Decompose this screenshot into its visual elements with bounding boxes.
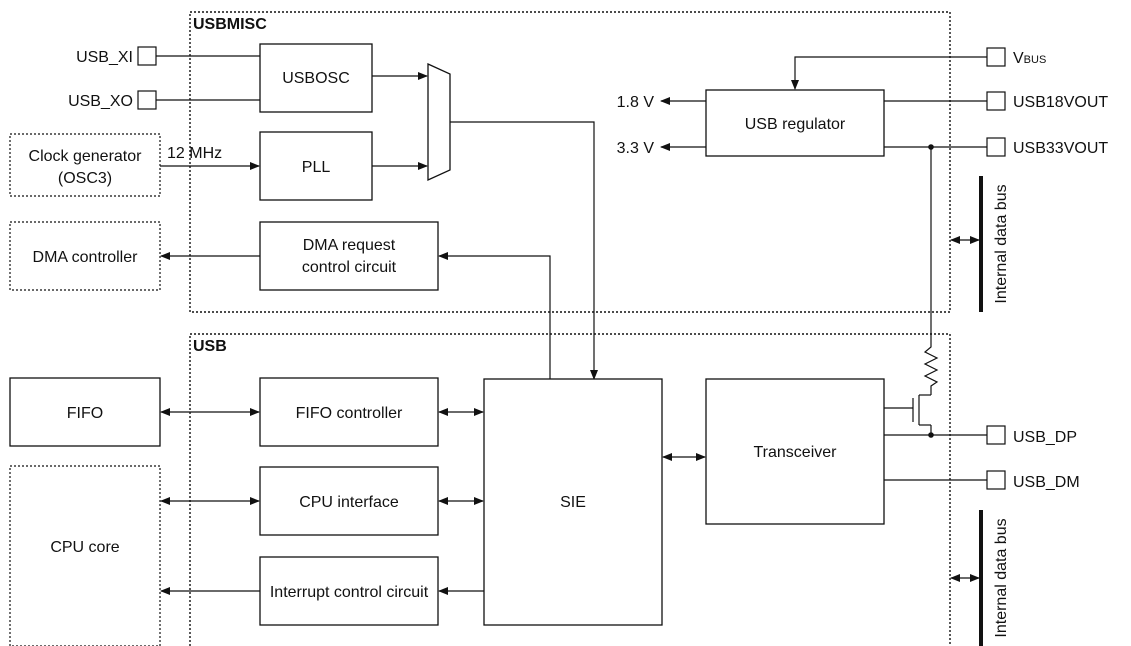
interrupt-control-block <box>259 556 439 626</box>
transceiver-block <box>705 378 885 525</box>
usb33vout-label: USB33VOUT <box>1013 140 1108 157</box>
cpu-interface-block <box>259 466 439 536</box>
usb-xo-pin <box>137 90 157 110</box>
usb-regulator-label: USB regulator <box>745 116 846 133</box>
vbus-label-main: V <box>1013 50 1024 67</box>
v33-label: 3.3 V <box>617 140 655 157</box>
usb18vout-pin <box>986 91 1006 111</box>
usb33vout-pin <box>986 137 1006 157</box>
usbosc-block <box>259 43 373 113</box>
internal-data-bus-top-label: Internal data bus <box>993 184 1010 303</box>
clock-mux <box>427 62 451 182</box>
vbus-label-sub: BUS <box>1024 54 1047 66</box>
cpu-core-label: CPU core <box>50 539 119 556</box>
vbus-label: VBUS <box>1013 50 1046 67</box>
usb-dm-label: USB_DM <box>1013 474 1080 491</box>
dma-request-label-line1: DMA request <box>303 237 396 254</box>
usb-region <box>189 333 951 646</box>
sie-to-dma-request-wire <box>438 252 551 379</box>
fifo-block <box>9 377 161 447</box>
usb18vout-label: USB18VOUT <box>1013 94 1108 111</box>
usb-dm-pin <box>986 470 1006 490</box>
clock-generator-label-line2: (OSC3) <box>58 170 112 187</box>
fifo-controller-block <box>259 377 439 447</box>
pullup-switch-transistor <box>884 394 931 426</box>
internal-data-bus-bottom-label: Internal data bus <box>993 518 1010 637</box>
clock-generator-label-line1: Clock generator <box>29 148 143 165</box>
v18-label: 1.8 V <box>617 94 655 111</box>
clock-freq-label: 12 MHz <box>167 145 222 162</box>
usb-xi-label: USB_XI <box>76 49 133 66</box>
vbus-pin <box>986 47 1006 67</box>
usb-dp-pin <box>986 425 1006 445</box>
interrupt-control-label: Interrupt control circuit <box>270 584 429 601</box>
clock-generator-block <box>9 133 161 197</box>
usb-xo-label: USB_XO <box>68 93 133 110</box>
cpu-interface-label: CPU interface <box>299 494 399 511</box>
fifo-label: FIFO <box>67 405 103 422</box>
vbus-to-regulator-wire <box>791 56 987 90</box>
mux-to-sie-wire <box>450 121 598 380</box>
usb-xi-pin <box>137 46 157 66</box>
pll-block <box>259 131 373 201</box>
sie-block <box>483 378 663 626</box>
cpu-core-block <box>9 465 161 646</box>
usbosc-label: USBOSC <box>282 70 350 87</box>
usb-regulator-block <box>705 89 885 157</box>
usb-region-label: USB <box>193 338 227 355</box>
dma-request-label-line2: control circuit <box>302 259 397 276</box>
usbmisc-region-label: USBMISC <box>193 16 267 33</box>
dma-request-block <box>259 221 439 291</box>
transceiver-label: Transceiver <box>754 444 838 461</box>
usb-dp-label: USB_DP <box>1013 429 1077 446</box>
pullup-resistor-symbol <box>923 147 939 395</box>
pll-label: PLL <box>302 159 331 176</box>
dma-controller-label: DMA controller <box>33 249 139 266</box>
usbmisc-region <box>189 11 951 313</box>
fifo-controller-label: FIFO controller <box>296 405 403 422</box>
sie-label: SIE <box>560 494 586 511</box>
